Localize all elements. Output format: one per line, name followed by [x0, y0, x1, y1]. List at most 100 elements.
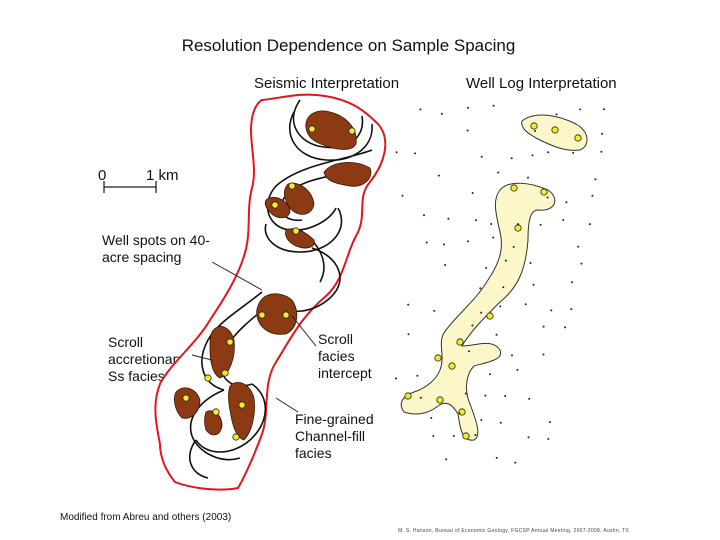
- well-dot: [407, 303, 410, 306]
- well-dot: [430, 417, 433, 419]
- well-spot: [462, 432, 470, 440]
- well-dot: [447, 217, 450, 220]
- well-dot: [479, 287, 482, 290]
- well-dot: [499, 305, 502, 308]
- well-dot: [539, 223, 542, 226]
- well-dot: [468, 350, 471, 353]
- well-spot: [212, 408, 220, 416]
- well-dot: [514, 461, 517, 464]
- well-dot: [529, 262, 532, 264]
- well-dot: [466, 129, 469, 132]
- scroll-accretionary-label: Scroll accretionary Ss facies: [108, 334, 185, 384]
- well-dot: [419, 108, 422, 111]
- well-dot: [464, 392, 467, 395]
- scroll-facies-body: [305, 110, 357, 150]
- well-spot: [308, 125, 316, 133]
- well-spot: [282, 311, 290, 319]
- well-spot: [510, 184, 518, 192]
- well-dot: [527, 436, 530, 439]
- well-dot: [440, 112, 443, 115]
- well-spot: [226, 338, 234, 346]
- well-dot: [547, 438, 550, 440]
- well-spot: [551, 126, 559, 134]
- well-dot: [564, 326, 567, 329]
- well-dot: [395, 377, 397, 380]
- well-dot: [534, 130, 536, 132]
- well-dot: [546, 196, 549, 199]
- well-dot: [502, 286, 505, 289]
- well-dot: [437, 174, 440, 177]
- well-dot: [528, 397, 531, 400]
- well-dot: [504, 395, 507, 397]
- well-spots-label: Well spots on 40-acre spacing: [102, 232, 210, 265]
- well-dot: [588, 223, 591, 226]
- well-dot: [570, 308, 573, 311]
- well-dot: [510, 157, 513, 160]
- well-dot: [471, 192, 474, 194]
- well-dot: [492, 104, 495, 107]
- well-dot: [495, 333, 498, 336]
- well-spot: [258, 311, 266, 319]
- well-dot: [485, 266, 488, 269]
- well-dot: [594, 178, 597, 181]
- well-spot: [288, 182, 296, 190]
- source-credit: Modified from Abreu and others (2003): [60, 512, 232, 523]
- well-dot: [542, 353, 545, 356]
- well-spot: [232, 433, 240, 441]
- well-spot: [348, 127, 356, 135]
- well-dot: [600, 150, 603, 153]
- well-dot: [495, 456, 498, 459]
- scale-bar: [103, 181, 157, 193]
- well-dot: [492, 236, 495, 239]
- well-dot: [480, 419, 483, 421]
- seismic-well-spots: [182, 125, 356, 441]
- well-dot: [532, 283, 535, 286]
- well-dot: [601, 132, 604, 135]
- well-dot: [467, 240, 469, 243]
- well-dot: [401, 194, 404, 197]
- well-dot: [471, 324, 474, 327]
- seismic-interpretation-header: Seismic Interpretation: [254, 75, 400, 92]
- well-dot: [547, 151, 550, 154]
- well-dot: [484, 394, 487, 397]
- well-spot: [448, 362, 456, 370]
- page-title: Resolution Dependence on Sample Spacing: [181, 36, 516, 55]
- well-dot: [414, 152, 416, 155]
- well-spot: [434, 354, 442, 362]
- well-dot: [516, 368, 519, 371]
- well-dot: [458, 412, 461, 415]
- well-dot: [433, 309, 436, 312]
- well-grid-dots: [395, 104, 605, 464]
- well-log-well-spots: [404, 122, 582, 440]
- well-spot: [292, 227, 300, 235]
- scroll-facies-body: [285, 228, 315, 249]
- well-dot: [555, 113, 558, 116]
- well-dot: [416, 374, 419, 377]
- well-dot: [562, 219, 565, 221]
- well-log-channel-fill: [400, 114, 588, 441]
- well-dot: [419, 396, 422, 399]
- well-dot: [423, 214, 425, 217]
- well-spot: [456, 338, 464, 346]
- fine-grained-label: Fine-grained Channel-fill facies: [295, 411, 374, 461]
- well-spot: [458, 408, 466, 416]
- well-dot: [489, 373, 491, 376]
- well-dot: [579, 108, 582, 111]
- channel-belt-outline: [154, 93, 387, 491]
- well-dot: [425, 241, 428, 244]
- well-dot: [395, 151, 398, 154]
- leader-lines: [191, 261, 317, 413]
- scroll-facies-body: [256, 293, 298, 335]
- well-spot: [540, 188, 548, 196]
- well-spot: [530, 122, 538, 130]
- scroll-intercept-label: Scroll facies intercept: [318, 331, 372, 381]
- well-dot: [480, 311, 483, 314]
- well-dot: [602, 108, 605, 111]
- well-dot: [527, 176, 529, 179]
- well-dot: [444, 264, 447, 266]
- well-spot: [486, 312, 494, 320]
- channel-traces: [188, 99, 373, 479]
- well-dot: [445, 458, 448, 461]
- well-dot: [550, 309, 553, 312]
